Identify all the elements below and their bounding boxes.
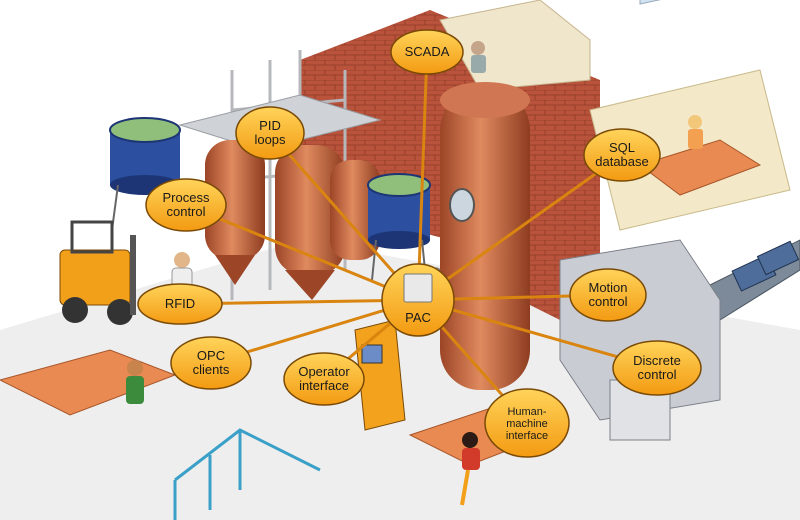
connector-scada <box>416 51 429 301</box>
bubble-shape-motion <box>569 268 647 322</box>
conveyor-belt <box>699 239 800 321</box>
bubble-label-sql-0: SQL <box>609 140 635 155</box>
connector-pid <box>268 132 420 301</box>
bubble-label-discrete-1: control <box>637 367 676 382</box>
connector-sql <box>417 153 623 302</box>
bubble-label-scada-0: SCADA <box>405 44 450 59</box>
bubble-label-hmi-1: machine <box>506 418 548 430</box>
worker-sql <box>688 115 703 149</box>
bubble-label-process-0: Process <box>163 190 210 205</box>
bubble-shape-scada <box>390 29 464 75</box>
bubble-label-operator-1: interface <box>299 378 349 393</box>
forklift <box>59 220 136 325</box>
vessel-porthole <box>449 188 475 222</box>
railing <box>173 428 321 520</box>
component-bubbles: SCADAPIDloopsSQLdatabaseProcesscontrolRF… <box>137 29 702 458</box>
bubble-label-operator-0: Operator <box>298 364 350 379</box>
bubble-shape-process <box>145 178 227 232</box>
bubble-shape-operator <box>283 352 365 406</box>
bubble-label-process-1: control <box>166 204 205 219</box>
steel-vessel <box>440 82 530 390</box>
bubble-label-motion-0: Motion <box>588 280 627 295</box>
worker-hmi <box>460 432 480 506</box>
bubble-label-rfid-0: RFID <box>165 296 195 311</box>
bubble-shape-pid <box>235 106 305 160</box>
bubble-label-hmi-2: interface <box>506 430 548 442</box>
bubble-shape-hmi <box>484 388 570 458</box>
bubble-label-pid-1: loops <box>254 132 286 147</box>
bubble-label-pac: PAC <box>405 310 431 325</box>
bubble-label-motion-1: control <box>588 294 627 309</box>
worker-opc <box>126 360 144 404</box>
bubble-pac[interactable]: PAC <box>381 263 455 337</box>
bubble-shape-rfid <box>137 283 223 325</box>
bubble-label-pid-0: PID <box>259 118 281 133</box>
bubble-shape-sql <box>583 128 661 182</box>
connector-process <box>185 203 419 302</box>
worker-scada <box>471 41 486 73</box>
pac-device-icon <box>403 273 433 303</box>
operator-panel <box>354 319 406 431</box>
bubble-label-sql-1: database <box>595 154 649 169</box>
bubble-shape-discrete <box>612 340 702 396</box>
bubble-label-hmi-0: Human- <box>507 406 546 418</box>
bubble-label-opc-1: clients <box>193 362 230 377</box>
bubble-label-discrete-0: Discrete <box>633 353 681 368</box>
bubble-scada[interactable]: SCADA <box>390 29 464 75</box>
bubble-label-opc-0: OPC <box>197 348 225 363</box>
bubble-shape-opc <box>170 336 252 390</box>
bubble-rfid[interactable]: RFID <box>137 283 223 325</box>
